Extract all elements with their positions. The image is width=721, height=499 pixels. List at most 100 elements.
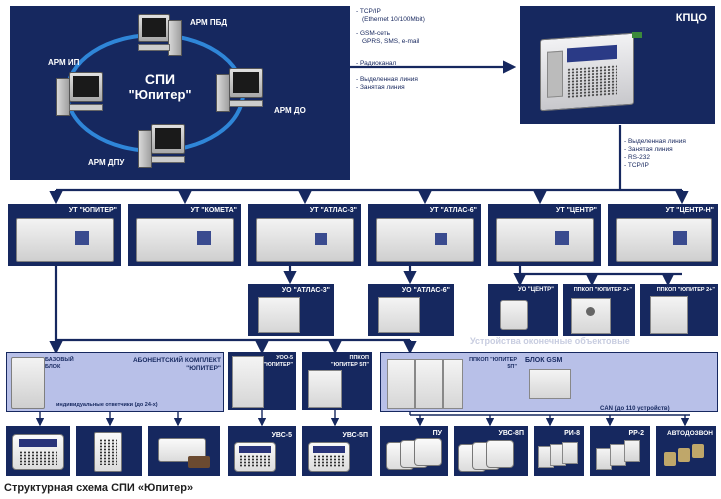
ppkop-2plus-a-label: ППКОП "ЮПИТЕР 2+" — [573, 287, 632, 293]
spi-panel: СПИ "Юпитер" АРМ ПБД АРМ ИП АРМ ДО АРМ Д… — [10, 6, 350, 180]
ut-yupiter-label: УТ "ЮПИТЕР" — [68, 207, 117, 214]
uoo5-label: УОО-5 "ЮПИТЕР" — [263, 355, 294, 368]
can-label: CAN (до 110 устройств) — [600, 406, 670, 412]
uo-centr-device — [500, 300, 528, 330]
label-arm-pbd: АРМ ПБД — [190, 18, 228, 27]
label-arm-ip: АРМ ИП — [48, 58, 80, 67]
uo-centr-label: УО "ЦЕНТР" — [518, 287, 554, 293]
ut-atlas6-device — [376, 218, 474, 262]
uo-atlas3-device — [258, 297, 300, 333]
ri8-label: РИ-8 — [564, 430, 580, 437]
uoo5-panel: УОО-5 "ЮПИТЕР" — [228, 352, 296, 410]
ut-centr-device — [496, 218, 594, 262]
gsm-device — [529, 369, 571, 399]
channel-dedicated: - Выделенная линия — [356, 76, 418, 83]
ut-kometa: УТ "КОМЕТА" — [128, 204, 241, 266]
kpco-title: КПЦО — [675, 12, 707, 24]
ppkop-2plus-b-device — [650, 296, 688, 334]
ut-kometa-device — [136, 218, 234, 262]
ppkop5p-b-device-2 — [415, 359, 443, 409]
ppkop-2plus-b-label: ППКОП "ЮПИТЕР 2+" — [656, 287, 715, 293]
uvs5-label: УВС-5 — [271, 432, 292, 439]
ut-centr: УТ "ЦЕНТР" — [488, 204, 601, 266]
resp-keypad-2 — [76, 426, 142, 476]
channel-right-busy: - Занятая линия — [624, 146, 673, 153]
diagram-caption: Структурная схема СПИ «Юпитер» — [4, 482, 194, 494]
ppkop5p-b-device-1 — [387, 359, 415, 409]
abon-kit-panel: БАЗОВЫЙ БЛОК АБОНЕНТСКИЙ КОМПЛЕКТ "ЮПИТЕ… — [6, 352, 224, 412]
uoo5-device — [232, 356, 264, 408]
uvs5-panel: УВС-5 — [228, 426, 296, 476]
ppkop5p-b-label: ППКОП "ЮПИТЕР 5П" — [469, 357, 517, 370]
pc-arm-dpu — [138, 124, 186, 168]
channel-gsm: - GSM-сеть — [356, 30, 390, 37]
ppkop5p-b-device-3 — [443, 359, 463, 409]
ppkop-2plus-b: ППКОП "ЮПИТЕР 2+" — [640, 284, 718, 336]
pc-arm-ip — [56, 72, 106, 116]
watermark-text: Устройства оконечные объектовые — [470, 336, 630, 346]
ppkop5p-a-device — [308, 370, 342, 408]
pu-label: ПУ — [432, 430, 442, 437]
ri8-panel: РИ-8 — [534, 426, 584, 476]
avtodozvon-label: АВТОДОЗВОН — [667, 430, 713, 437]
uvs8p-panel: УВС-8П — [454, 426, 528, 476]
uo-atlas3: УО "АТЛАС-3" — [248, 284, 334, 336]
channel-radio: - Радиоканал — [356, 60, 397, 67]
abon-kit-label: АБОНЕНТСКИЙ КОМПЛЕКТ "ЮПИТЕР" — [132, 357, 221, 372]
kpco-connector — [632, 32, 642, 38]
ut-atlas3-label: УТ "АТЛАС-3" — [309, 207, 357, 214]
label-arm-dpu: АРМ ДПУ — [88, 158, 125, 167]
uvs5p-label: УВС-5П — [342, 432, 368, 439]
channel-gprs: GPRS, SMS, e-mail — [362, 38, 420, 45]
kpco-device — [540, 32, 634, 112]
ut-centr-label: УТ "ЦЕНТР" — [556, 207, 597, 214]
channels-top-list: - TCP/IP (Ethernet 10/100Mbit) - GSM-сет… — [356, 8, 506, 92]
ppkop5p-a-panel: ППКОП "ЮПИТЕР 5П" — [302, 352, 372, 410]
ut-yupiter-device — [16, 218, 114, 262]
ut-centr-n-device — [616, 218, 712, 262]
uvs5p-panel: УВС-5П — [302, 426, 372, 476]
channel-busy: - Занятая линия — [356, 84, 405, 91]
ut-yupiter: УТ "ЮПИТЕР" — [8, 204, 121, 266]
spi-title: СПИ "Юпитер" — [115, 71, 205, 102]
rr2-panel: РР-2 — [590, 426, 650, 476]
uo-atlas6-label: УО "АТЛАС-6" — [401, 287, 450, 294]
uo-atlas6-device — [378, 297, 420, 333]
kpco-panel: КПЦО — [520, 6, 715, 124]
pc-arm-pbd — [138, 14, 182, 56]
avtodozvon-panel: АВТОДОЗВОН — [656, 426, 716, 476]
ppkop5p-b-panel: ППКОП "ЮПИТЕР 5П" БЛОК GSM — [380, 352, 718, 412]
ind-resp-label: индивидуальные ответчики (до 24-х) — [56, 402, 158, 408]
ut-atlas6: УТ "АТЛАС-6" — [368, 204, 481, 266]
channel-ethernet: (Ethernet 10/100Mbit) — [362, 16, 425, 23]
ut-atlas3: УТ "АТЛАС-3" — [248, 204, 361, 266]
ppkop5p-a-label: ППКОП "ЮПИТЕР 5П" — [330, 355, 369, 368]
uo-atlas3-label: УО "АТЛАС-3" — [281, 287, 330, 294]
rr2-label: РР-2 — [628, 430, 644, 437]
channel-right-tcpip: - TCP/IP — [624, 162, 649, 169]
uo-centr: УО "ЦЕНТР" — [488, 284, 558, 336]
ppkop-2plus-a: ППКОП "ЮПИТЕР 2+" — [563, 284, 635, 336]
ut-atlas3-device — [256, 218, 354, 262]
pu-panel: ПУ — [380, 426, 448, 476]
uvs8p-label: УВС-8П — [498, 430, 524, 437]
gsm-label: БЛОК GSM — [525, 357, 563, 364]
resp-keypad-3 — [148, 426, 220, 476]
resp-keypad-1 — [6, 426, 70, 476]
ut-centr-n-label: УТ "ЦЕНТР-Н" — [665, 207, 714, 214]
gsm-panel: БЛОК GSM — [525, 357, 609, 407]
base-block-label: БАЗОВЫЙ БЛОК — [45, 357, 74, 370]
channel-tcpip: - TCP/IP — [356, 8, 381, 15]
ut-atlas6-label: УТ "АТЛАС-6" — [429, 207, 477, 214]
spi-title-line2: "Юпитер" — [128, 87, 192, 102]
ut-centr-n: УТ "ЦЕНТР-Н" — [608, 204, 718, 266]
label-arm-do: АРМ ДО — [274, 106, 306, 115]
channels-right-list: - Выделенная линия - Занятая линия - RS-… — [624, 138, 720, 170]
spi-title-line1: СПИ — [144, 71, 176, 87]
ppkop-2plus-a-device — [571, 298, 611, 334]
base-block-device — [11, 357, 45, 409]
pc-arm-do — [216, 68, 264, 112]
ut-kometa-label: УТ "КОМЕТА" — [190, 207, 237, 214]
channel-right-rs232: - RS-232 — [624, 154, 651, 161]
uo-atlas6: УО "АТЛАС-6" — [368, 284, 454, 336]
